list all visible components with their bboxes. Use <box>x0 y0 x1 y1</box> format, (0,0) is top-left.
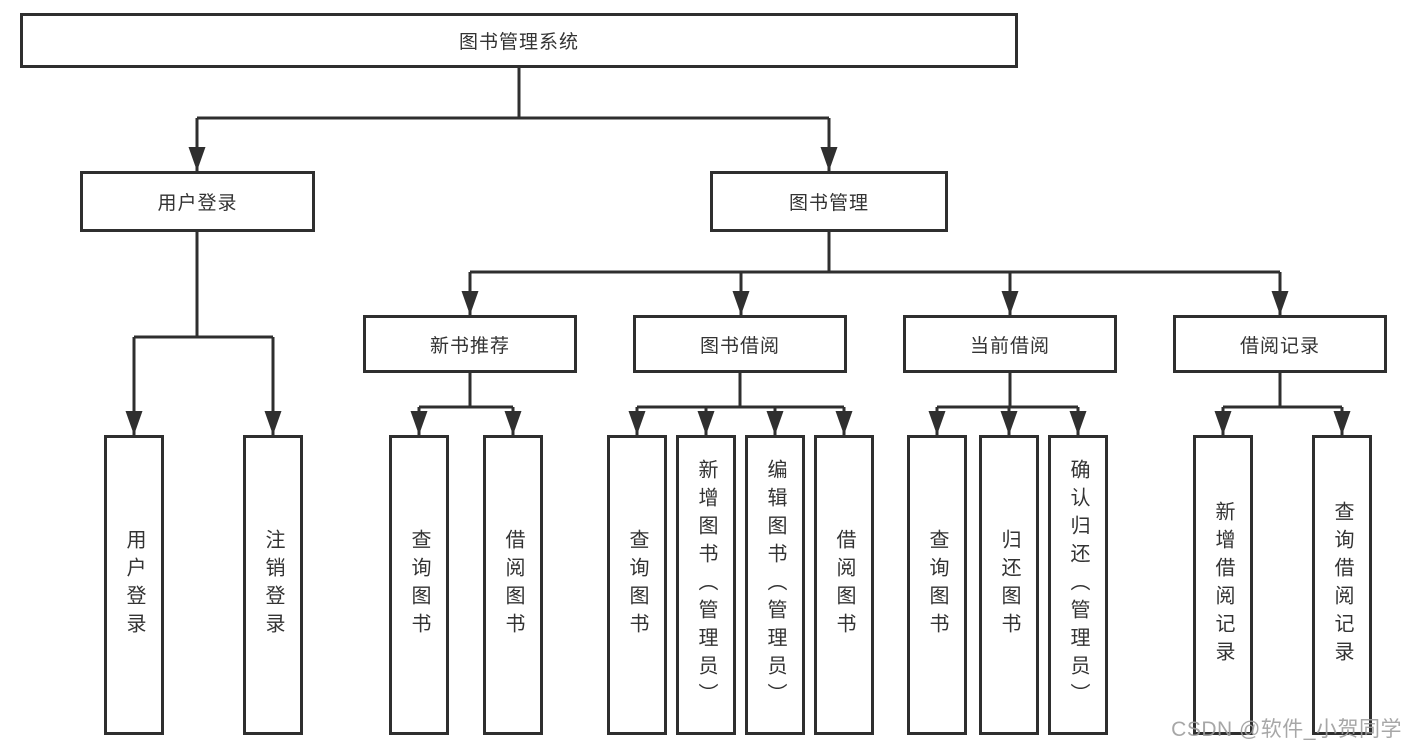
node-return-books: 归还图书 <box>979 435 1039 735</box>
node-confirm-return-admin-label: 确认归还（管理员） <box>1067 459 1089 711</box>
node-edit-book-admin-label: 编辑图书（管理员） <box>764 459 786 711</box>
node-book-management-label: 图书管理 <box>788 193 869 214</box>
node-logout: 注销登录 <box>243 435 303 735</box>
node-query-books-recommend-label: 查询图书 <box>408 529 430 641</box>
node-add-borrow-record-label: 新增借阅记录 <box>1212 501 1234 669</box>
node-add-book-admin-label: 新增图书（管理员） <box>695 459 717 711</box>
node-add-book-admin: 新增图书（管理员） <box>676 435 736 735</box>
node-query-books-current: 查询图书 <box>907 435 967 735</box>
node-query-books-current-label: 查询图书 <box>926 529 948 641</box>
node-query-borrow-record-label: 查询借阅记录 <box>1331 501 1353 669</box>
node-borrowing-records-label: 借阅记录 <box>1239 335 1320 357</box>
node-borrow-books: 借阅图书 <box>814 435 874 735</box>
node-new-book-recommend: 新书推荐 <box>363 315 577 373</box>
node-query-borrow-record: 查询借阅记录 <box>1312 435 1372 735</box>
node-query-books-recommend: 查询图书 <box>389 435 449 735</box>
node-borrow-books-label: 借阅图书 <box>833 529 855 641</box>
node-root-label: 图书管理系统 <box>458 32 579 53</box>
watermark: CSDN @软件_小贺同学 <box>1171 718 1402 741</box>
node-query-books-borrowing-label: 查询图书 <box>626 529 648 641</box>
node-book-borrowing-label: 图书借阅 <box>699 335 780 357</box>
node-user-login-label: 用户登录 <box>123 529 145 641</box>
node-user-login: 用户登录 <box>104 435 164 735</box>
node-borrow-books-recommend: 借阅图书 <box>483 435 543 735</box>
node-book-borrowing: 图书借阅 <box>633 315 847 373</box>
node-book-management: 图书管理 <box>710 171 948 232</box>
node-add-borrow-record: 新增借阅记录 <box>1193 435 1253 735</box>
node-borrowing-records: 借阅记录 <box>1173 315 1387 373</box>
node-confirm-return-admin: 确认归还（管理员） <box>1048 435 1108 735</box>
node-new-book-recommend-label: 新书推荐 <box>429 335 510 357</box>
node-user-login-branch-label: 用户登录 <box>157 193 238 214</box>
node-return-books-label: 归还图书 <box>998 529 1020 641</box>
node-user-login-branch: 用户登录 <box>80 171 315 232</box>
node-logout-label: 注销登录 <box>262 529 284 641</box>
node-query-books-borrowing: 查询图书 <box>607 435 667 735</box>
node-current-borrowing: 当前借阅 <box>903 315 1117 373</box>
node-root: 图书管理系统 <box>20 13 1018 68</box>
node-current-borrowing-label: 当前借阅 <box>969 335 1050 357</box>
node-borrow-books-recommend-label: 借阅图书 <box>502 529 524 641</box>
node-edit-book-admin: 编辑图书（管理员） <box>745 435 805 735</box>
